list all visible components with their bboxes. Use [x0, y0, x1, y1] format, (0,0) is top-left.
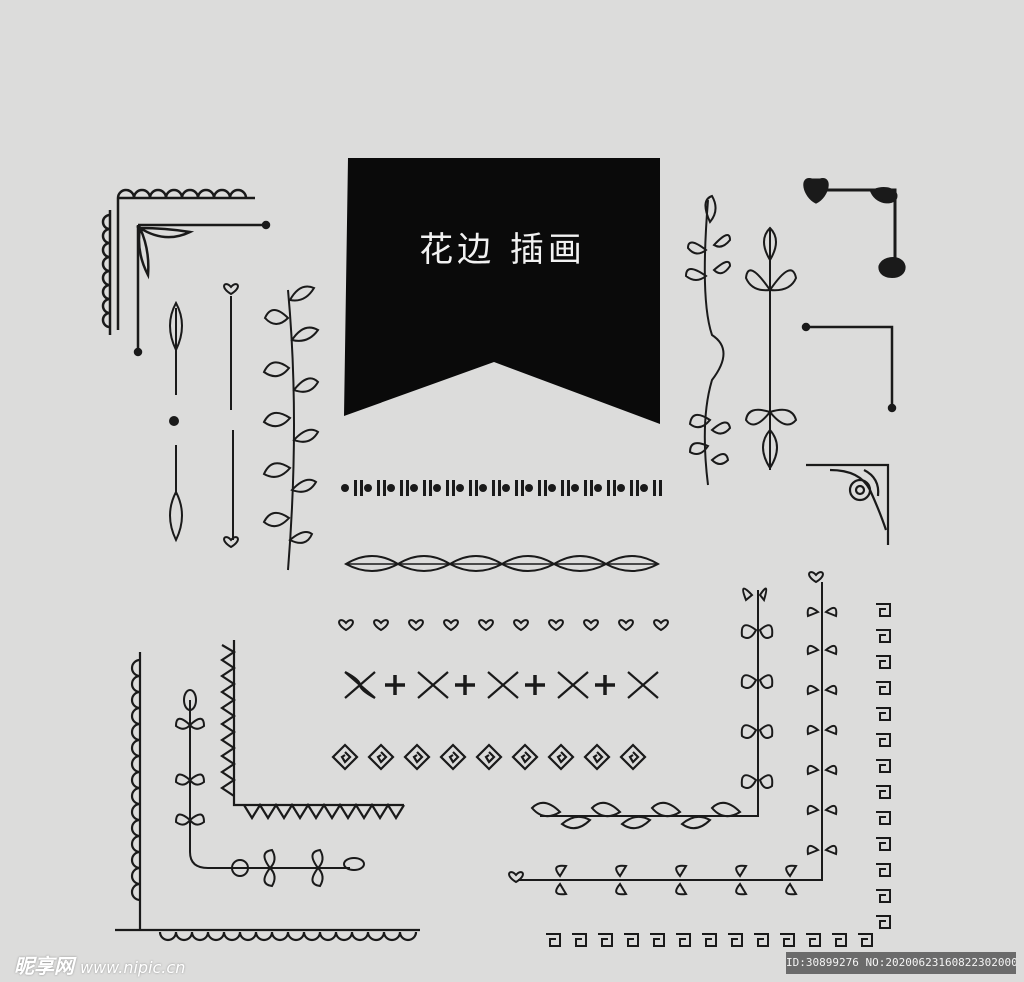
scalloped-corner-ornament — [101, 188, 271, 357]
dot-dash-border — [341, 480, 662, 496]
watermark-id: ID:30899276 NO:20200623160822302000 — [786, 952, 1016, 974]
watermark-site-name: 昵享网 — [14, 954, 74, 978]
heart-corner-ornament — [803, 178, 906, 278]
greek-key-corner — [545, 603, 891, 947]
heart-row-border — [338, 619, 669, 631]
sprig-corner-ornament — [174, 689, 365, 888]
scallop-circle-corner — [115, 652, 420, 942]
leaf-vine-corner — [530, 587, 774, 830]
banner-flag — [344, 158, 660, 424]
cross-leaf-border — [344, 671, 659, 699]
swirl-corner-ornament — [806, 463, 890, 545]
heart-stem-corner — [508, 571, 838, 896]
line-corner-ornament — [801, 322, 897, 413]
leaf-divider-vertical — [169, 300, 183, 543]
stem-double-leaf-ornament — [744, 226, 798, 470]
watermark-site: 昵享网 www.nipic.cn — [14, 950, 185, 979]
triangle-edge-corner — [220, 640, 405, 821]
banner-title: 花边 插画 — [419, 230, 586, 270]
vine-s-curve-ornament — [684, 194, 732, 486]
watermark-url: www.nipic.cn — [80, 958, 186, 977]
leaf-chain-border — [343, 555, 661, 572]
heart-arrow-vertical — [223, 283, 239, 548]
leafy-vine-ornament — [262, 285, 320, 571]
spiral-diamond-border — [331, 743, 647, 771]
